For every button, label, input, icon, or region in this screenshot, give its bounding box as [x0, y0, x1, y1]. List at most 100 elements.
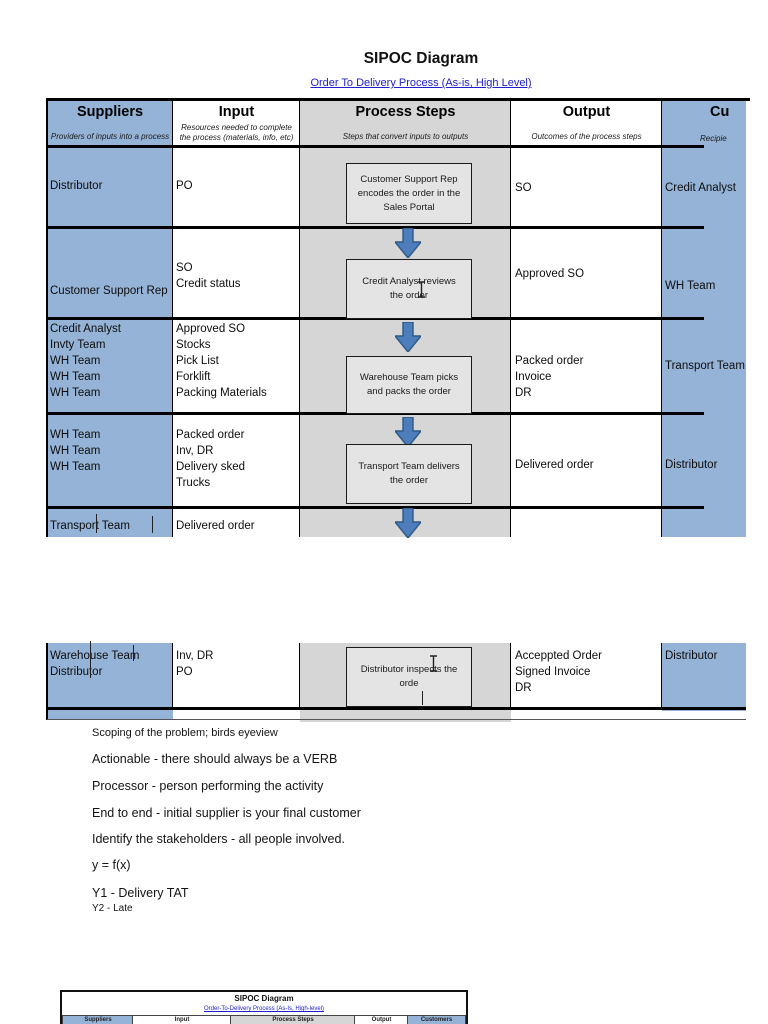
- col-subheader-output: Outcomes of the process steps: [531, 132, 642, 141]
- text-cursor: [422, 691, 424, 705]
- process-step-box-3: Warehouse Team picks and packs the order: [346, 356, 472, 414]
- col-header-output: Output: [562, 104, 611, 120]
- thumbnail-header-suppliers: Suppliers: [62, 1015, 134, 1024]
- input-cell-text: Delivered order: [176, 520, 255, 532]
- output-cell-text: SO: [515, 182, 532, 194]
- input-cell-text: PO: [176, 666, 193, 678]
- row-separator: [47, 506, 704, 509]
- process-step-line: and packs the order: [367, 386, 451, 397]
- process-step-line: Transport Team delivers: [358, 461, 460, 472]
- thumbnail-header-input: Input: [132, 1015, 232, 1024]
- thumbnail-title: SIPOC Diagram: [234, 994, 294, 1003]
- process-step-line: the order: [389, 475, 429, 486]
- input-cell-text: Forklift: [176, 371, 211, 383]
- output-cell-text: DR: [515, 387, 532, 399]
- col-header-customers: Cu: [710, 104, 730, 120]
- process-step-line: the order: [389, 290, 428, 301]
- process-step-line: Credit Analyst reviews: [362, 276, 456, 287]
- strip-bottom-border: [47, 719, 746, 721]
- input-cell-text: Inv, DR: [176, 650, 214, 662]
- note-line: End to end - initial supplier is your fi…: [92, 806, 361, 820]
- table-top-border: [47, 98, 750, 101]
- note-line: y = f(x): [92, 858, 131, 872]
- col-header-process: Process Steps: [355, 104, 456, 120]
- input-cell-text: PO: [176, 180, 193, 192]
- input-cell-text: Credit status: [176, 278, 241, 290]
- process-step-line: Warehouse Team picks: [359, 372, 459, 383]
- supplier-cell-text: Warehouse Team: [50, 650, 140, 662]
- process-step-line: Sales Portal: [383, 201, 435, 213]
- supplier-cell-text: WH Team: [50, 371, 101, 383]
- note-line: Actionable - there should always be a VE…: [92, 752, 338, 766]
- process-step-box-5: Distributor inspects the orde: [346, 647, 472, 707]
- col-header-suppliers: Suppliers: [76, 104, 144, 120]
- page-title: SIPOC Diagram: [363, 50, 479, 67]
- input-cell-text: Approved SO: [176, 323, 246, 335]
- customer-cell-text: Transport Team: [665, 360, 745, 372]
- text-cursor: [96, 514, 98, 533]
- customer-cell-text: WH Team: [665, 280, 716, 292]
- process-step-line: Distributor inspects the: [360, 664, 458, 675]
- input-cell-text: Inv, DR: [176, 445, 214, 457]
- col-subheader-suppliers: Providers of inputs into a process: [50, 132, 170, 141]
- supplier-cell-text: WH Team: [50, 429, 101, 441]
- input-cell-text: SO: [176, 262, 193, 274]
- supplier-cell-text: Distributor: [50, 180, 103, 192]
- ibeam-cursor-icon: [430, 655, 437, 672]
- down-arrow-icon: [395, 417, 421, 447]
- grid-line: [172, 643, 174, 708]
- note-line: Y1 - Delivery TAT: [92, 886, 189, 900]
- supplier-cell-text: WH Team: [50, 461, 101, 473]
- supplier-cell-text: Distributor: [50, 666, 103, 678]
- ibeam-cursor-icon: [418, 281, 425, 298]
- input-cell-text: Delivery sked: [176, 461, 246, 473]
- header-bottom-border: [47, 145, 704, 148]
- supplier-cell-text: WH Team: [50, 445, 101, 457]
- col-header-input: Input: [218, 104, 255, 120]
- text-cursor: [152, 516, 154, 533]
- col-subheader-process: Steps that convert inputs to outputs: [342, 132, 469, 141]
- output-cell-text: DR: [515, 682, 532, 694]
- grid-line: [510, 643, 512, 708]
- down-arrow-icon: [395, 228, 421, 258]
- output-cell-text: Delivered order: [515, 459, 594, 471]
- customer-cell-text: Distributor: [665, 459, 718, 471]
- supplier-cell-text: Customer Support Rep: [50, 285, 168, 297]
- process-step-box-4: Transport Team delivers the order: [346, 444, 472, 504]
- output-cell-text: Approved SO: [515, 268, 585, 280]
- process-step-line: orde: [399, 678, 419, 689]
- thumbnail-link[interactable]: Order-To-Delivery Process (As-Is, High-l…: [203, 1006, 325, 1012]
- text-cursor: [90, 641, 92, 678]
- process-step-line: Customer Support Rep: [360, 173, 458, 185]
- input-cell-text: Packed order: [176, 429, 245, 441]
- input-cell-text: Stocks: [176, 339, 211, 351]
- input-cell-text: Packing Materials: [176, 387, 267, 399]
- output-cell-text: Packed order: [515, 355, 584, 367]
- customer-cell-text: Credit Analyst: [665, 182, 736, 194]
- thumbnail-header-process: Process Steps: [230, 1015, 356, 1024]
- col-subheader-input-1: Resources needed to complete: [181, 123, 292, 132]
- page-thumbnail: SIPOC Diagram Order-To-Delivery Process …: [60, 990, 468, 1024]
- thumbnail-header-customers: Customers: [407, 1015, 466, 1024]
- input-cell-text: Pick List: [176, 355, 219, 367]
- output-cell-text: Signed Invoice: [515, 666, 591, 678]
- note-line: Identify the stakeholders - all people i…: [92, 832, 345, 846]
- supplier-cell-text: Transport Team: [50, 520, 130, 532]
- down-arrow-icon: [395, 322, 421, 352]
- supplier-cell-text: WH Team: [50, 355, 101, 367]
- output-cell-text: Invoice: [515, 371, 552, 383]
- strip-left-border: [46, 643, 48, 720]
- strip-thick-separator: [47, 707, 746, 710]
- process-step-box-2: Credit Analyst reviews the order: [346, 259, 472, 319]
- supplier-cell-text: Invty Team: [50, 339, 106, 351]
- process-step-box-1: Customer Support Rep encodes the order i…: [346, 163, 472, 224]
- supplier-cell-text: WH Team: [50, 387, 101, 399]
- grid-line: [661, 643, 663, 708]
- output-cell-text: Acceppted Order: [515, 650, 602, 662]
- thumbnail-header-output: Output: [354, 1015, 409, 1024]
- col-subheader-input-2: the process (materials, info, etc): [179, 133, 294, 142]
- grid-line: [299, 643, 301, 708]
- process-link[interactable]: Order To Delivery Process (As-is, High L…: [310, 77, 532, 89]
- note-line: Y2 - Late: [92, 903, 133, 914]
